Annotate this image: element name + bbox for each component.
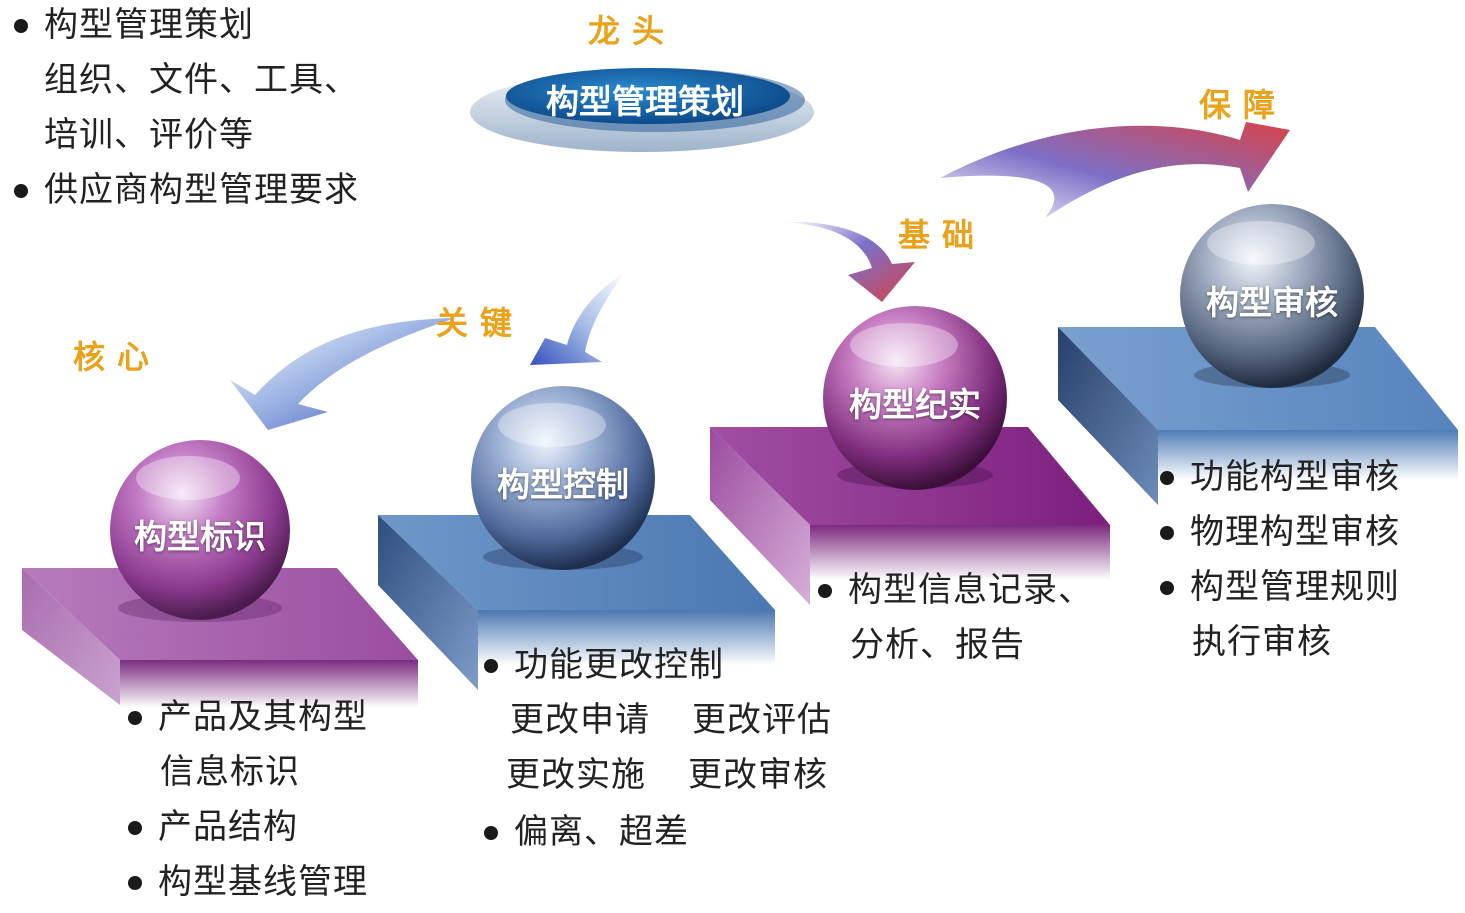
step1-item1-line2: 信息标识 xyxy=(160,752,300,792)
step1-item1: 产品及其构型 xyxy=(128,690,368,745)
step4-item2: 物理构型审核 xyxy=(1160,505,1400,560)
tag-key: 关键 xyxy=(436,304,525,342)
bullet-icon xyxy=(484,659,498,673)
step2-sphere xyxy=(471,386,655,570)
step3-item1-line2: 分析、报告 xyxy=(850,625,1025,665)
bullet-icon xyxy=(484,826,498,840)
bullet-icon xyxy=(128,711,142,725)
tag-basis: 基础 xyxy=(898,216,987,254)
step3-item1: 构型信息记录、 xyxy=(818,563,1093,618)
bullet-icon xyxy=(128,821,142,835)
head-ellipse xyxy=(470,68,814,152)
step4-sphere xyxy=(1180,204,1364,388)
planning-detail-line2: 培训、评价等 xyxy=(44,115,254,155)
bullet-icon xyxy=(1160,581,1174,595)
bullet-icon xyxy=(14,19,28,33)
tag-core: 核心 xyxy=(73,338,162,376)
bullet-icon xyxy=(1160,526,1174,540)
step2-change-implementation: 更改实施 xyxy=(506,755,646,795)
tag-guarantee: 保障 xyxy=(1199,86,1288,124)
step2-change-request: 更改申请 xyxy=(510,700,650,740)
step1-item2: 产品结构 xyxy=(128,800,298,855)
step2-item2: 偏离、超差 xyxy=(484,805,689,860)
arrow-guarantee xyxy=(940,122,1290,218)
step2-item1: 功能更改控制 xyxy=(484,638,724,693)
step3-label: 构型纪实 xyxy=(849,385,981,424)
arrow-key xyxy=(530,272,625,365)
step4-label: 构型审核 xyxy=(1206,283,1338,322)
supplier-item: 供应商构型管理要求 xyxy=(14,163,359,218)
bullet-icon xyxy=(128,876,142,890)
step1-sphere xyxy=(110,440,290,622)
planning-item: 构型管理策划 xyxy=(14,0,254,53)
step1-platform xyxy=(22,568,418,708)
planning-detail-line1: 组织、文件、工具、 xyxy=(44,60,359,100)
step3-sphere xyxy=(823,306,1007,490)
step4-item1: 功能构型审核 xyxy=(1160,450,1400,505)
head-title: 构型管理策划 xyxy=(546,82,744,121)
step4-item3-line2: 执行审核 xyxy=(1192,622,1332,662)
step2-change-audit: 更改审核 xyxy=(688,755,828,795)
step2-change-evaluation: 更改评估 xyxy=(692,700,832,740)
bullet-icon xyxy=(14,184,28,198)
step2-label: 构型控制 xyxy=(497,465,629,504)
step4-item3: 构型管理规则 xyxy=(1160,560,1400,615)
arrow-core xyxy=(230,318,455,430)
bullet-icon xyxy=(818,584,832,598)
bullet-icon xyxy=(1160,471,1174,485)
step1-label: 构型标识 xyxy=(134,517,266,556)
tag-head: 龙头 xyxy=(588,12,677,50)
step1-item3: 构型基线管理 xyxy=(128,855,368,910)
arrow-basis xyxy=(783,221,915,302)
